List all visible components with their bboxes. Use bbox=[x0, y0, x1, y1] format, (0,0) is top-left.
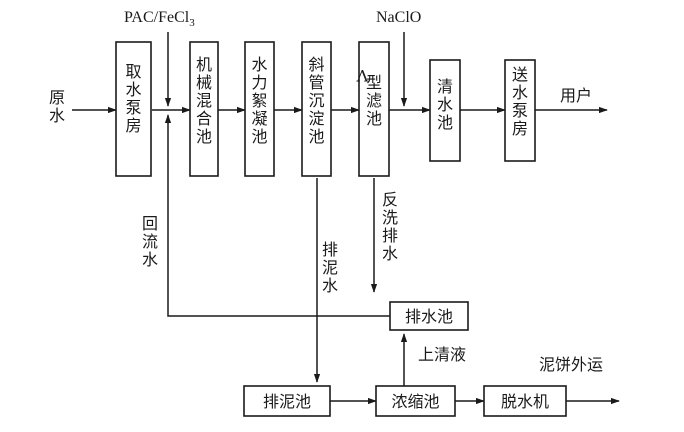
label-sludge-tank: 排泥池 bbox=[263, 392, 311, 411]
return-water-line bbox=[164, 114, 390, 317]
box-inclined-tube-sedimentation: 斜管沉淀池 bbox=[301, 41, 332, 177]
label-drainage-tank: 排水池 bbox=[405, 307, 453, 326]
label-v-filter: V型滤池 bbox=[356, 66, 382, 128]
box-clear-water-tank: 清水池 bbox=[429, 59, 461, 162]
connectors bbox=[72, 32, 620, 405]
label-coagulant: PAC/FeCl3 bbox=[124, 9, 195, 29]
box-drainage-tank: 排水池 bbox=[389, 301, 469, 331]
label-raw-water: 原水 bbox=[49, 88, 65, 125]
box-thickener: 浓缩池 bbox=[375, 385, 456, 417]
label-disinfectant: NaClO bbox=[376, 9, 421, 26]
box-v-filter: V型滤池 bbox=[356, 41, 390, 177]
label-thickener: 浓缩池 bbox=[391, 392, 439, 411]
label-return-water: 回流水 bbox=[142, 214, 158, 269]
label-dewatering-machine: 脱水机 bbox=[501, 392, 549, 411]
label-inclined-tube-sedimentation: 斜管沉淀池 bbox=[308, 55, 324, 146]
box-dewatering-machine: 脱水机 bbox=[483, 385, 567, 417]
label-backwash-drain: 反洗排水 bbox=[382, 190, 398, 263]
box-mechanical-mixing-tank: 机械混合池 bbox=[189, 41, 219, 177]
label-delivery-pump-house: 送水泵房 bbox=[512, 65, 528, 138]
label-intake-pump-house: 取水泵房 bbox=[125, 62, 141, 135]
label-supernatant: 上清液 bbox=[418, 345, 466, 364]
label-mechanical-mixing-tank: 机械混合池 bbox=[196, 55, 212, 146]
label-cake-out: 泥饼外运 bbox=[539, 355, 603, 374]
box-flocculation-tank: 水力絮凝池 bbox=[244, 41, 275, 177]
label-user: 用户 bbox=[560, 86, 592, 105]
box-sludge-tank: 排泥池 bbox=[243, 385, 331, 417]
box-delivery-pump-house: 送水泵房 bbox=[504, 59, 536, 162]
box-intake-pump-house: 取水泵房 bbox=[115, 41, 152, 177]
label-sludge-discharge: 排泥水 bbox=[322, 240, 338, 295]
label-clear-water-tank: 清水池 bbox=[437, 77, 453, 132]
label-flocculation-tank: 水力絮凝池 bbox=[251, 55, 267, 146]
